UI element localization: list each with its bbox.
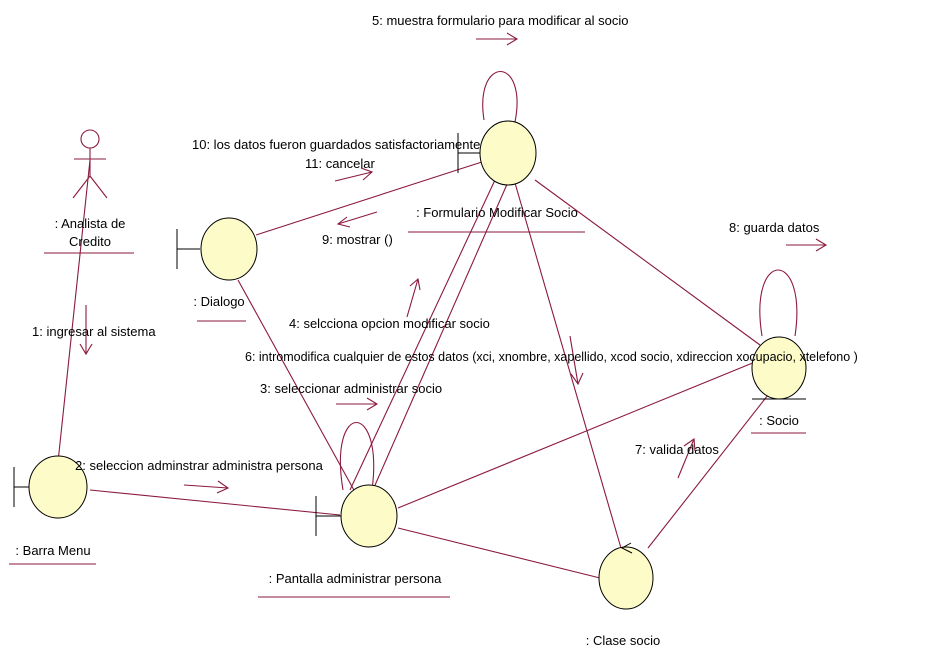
label-actor-line2: Credito: [69, 234, 111, 249]
arrow-m3: [336, 397, 379, 411]
arrow-m2: [183, 480, 230, 494]
label-barra-menu: : Barra Menu: [15, 543, 90, 558]
link-barra-pantalla: [89, 489, 341, 516]
link-dialogo-formulario: [255, 159, 489, 236]
link-pantalla-clase: [397, 527, 601, 579]
label-pantalla: : Pantalla administrar persona: [269, 571, 442, 586]
boundary-formulario[interactable]: [457, 120, 537, 186]
arrow-m4: [406, 277, 421, 318]
link-clase-socio: [647, 394, 769, 549]
link-dialogo-pantalla: [237, 279, 356, 493]
msg-7: 7: valida datos: [635, 442, 719, 457]
link-formulario-socio: [534, 179, 761, 346]
link-formulario-clase: [514, 182, 624, 556]
arrow-m6: [569, 335, 584, 386]
label-formulario: : Formulario Modificar Socio: [416, 205, 578, 220]
label-socio: : Socio: [759, 413, 799, 428]
boundary-dialogo[interactable]: [176, 217, 258, 281]
self-loop-formulario: [482, 70, 518, 123]
msg-8: 8: guarda datos: [729, 220, 820, 235]
self-loop-socio: [759, 269, 798, 337]
control-clase-socio[interactable]: [598, 542, 654, 610]
label-clase-socio: : Clase socio: [586, 633, 660, 648]
msg-2: 2: seleccion adminstrar administra perso…: [75, 458, 324, 473]
label-dialogo: : Dialogo: [193, 294, 244, 309]
arrow-m8: [786, 238, 828, 252]
boundary-pantalla[interactable]: [315, 484, 398, 548]
link-pantalla-formulario-b: [371, 181, 509, 493]
boundary-barra-menu[interactable]: [13, 455, 88, 519]
self-loop-pantalla: [339, 421, 375, 491]
msg-11: 11: cancelar: [305, 156, 376, 171]
msg-1: 1: ingresar al sistema: [32, 324, 156, 339]
msg-9: 9: mostrar (): [322, 232, 393, 247]
label-actor-line1: : Analista de: [55, 216, 126, 231]
msg-10: 10: los datos fueron guardados satisfact…: [192, 137, 480, 152]
arrow-m9: [336, 211, 378, 228]
arrow-m5: [476, 32, 519, 46]
msg-6: 6: intromodifica cualquier de estos dato…: [245, 350, 858, 364]
entity-socio[interactable]: [751, 336, 807, 400]
msg-3: 3: seleccionar administrar socio: [260, 381, 442, 396]
arrow-m7: [677, 438, 696, 479]
arrow-m11: [334, 167, 374, 182]
link-actor-barra: [57, 159, 91, 463]
arrow-m1: [79, 305, 93, 356]
msg-5: 5: muestra formulario para modificar al …: [372, 13, 629, 28]
msg-4: 4: selcciona opcion modificar socio: [289, 316, 490, 331]
actor-analista-icon[interactable]: [72, 129, 108, 199]
link-pantalla-socio: [397, 361, 756, 509]
